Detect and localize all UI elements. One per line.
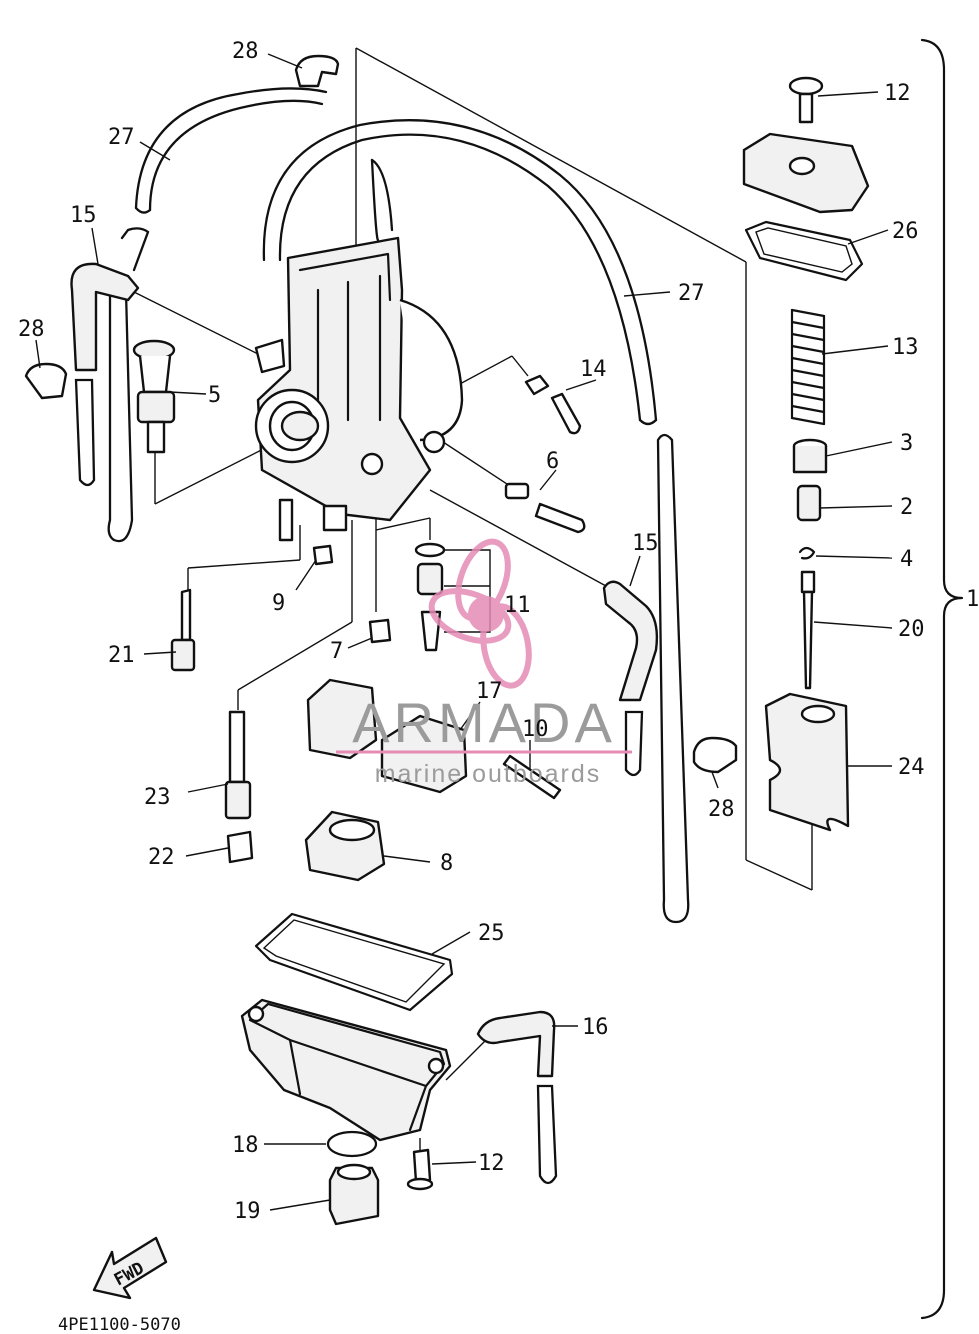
part-28-clip-top (294, 54, 340, 88)
part-26-gasket (744, 220, 864, 282)
part-8-baffle (304, 810, 386, 882)
top-cover (742, 132, 870, 214)
carburetor-body (254, 236, 464, 542)
callout-19: 19 (234, 1199, 261, 1224)
part-24-throttle-valve (764, 692, 850, 832)
callout-11: 11 (504, 593, 531, 618)
callout-4: 4 (900, 547, 913, 572)
part-4-clip (798, 546, 816, 560)
leader-lines (35, 53, 893, 1211)
callout-22: 22 (148, 845, 175, 870)
part-19-drain-plug (328, 1163, 380, 1226)
callout-28: 28 (18, 317, 45, 342)
part-28-clip-left (24, 362, 68, 400)
callout-8: 8 (440, 851, 453, 876)
part-18-oring (326, 1130, 378, 1158)
group-bracket (920, 38, 964, 1320)
callout-25: 25 (478, 921, 505, 946)
float-bowl (240, 998, 452, 1142)
callout-6: 6 (546, 449, 559, 474)
callout-16: 16 (582, 1015, 609, 1040)
part-23-needle-jet (224, 710, 252, 820)
hose-27-right (262, 119, 690, 924)
callout-27: 27 (678, 281, 705, 306)
part-17-float (306, 678, 468, 794)
part-21-jet (170, 588, 196, 672)
armada-logo (428, 538, 532, 689)
part-2-needle-holder (796, 484, 822, 522)
callout-20: 20 (898, 617, 925, 642)
callout-17: 17 (476, 679, 503, 704)
callout-15: 15 (632, 531, 659, 556)
callout-3: 3 (900, 431, 913, 456)
callout-18: 18 (232, 1133, 259, 1158)
callout-2: 2 (900, 495, 913, 520)
callout-12: 12 (884, 81, 911, 106)
callout-26: 26 (892, 219, 919, 244)
part-12-screw-lower (406, 1148, 434, 1191)
part-7-screw (368, 618, 392, 644)
part-15-hose-left (70, 262, 140, 372)
callout-1: 1 (966, 587, 979, 612)
part-14-screw (524, 374, 582, 435)
part-6-screw (504, 482, 586, 534)
callout-21: 21 (108, 643, 135, 668)
callout-14: 14 (580, 357, 607, 382)
part-20-needle (800, 570, 816, 690)
part-5-plunger (132, 339, 176, 454)
part-25-gasket (254, 912, 454, 1012)
callout-28: 28 (232, 39, 259, 64)
callout-7: 7 (330, 639, 343, 664)
watermark-brand: ARMADA (352, 691, 616, 754)
assembly-lines (129, 47, 813, 1150)
callout-28: 28 (708, 797, 735, 822)
part-12-screw-top (788, 76, 824, 124)
watermark-tagline: marine outboards (375, 760, 602, 788)
part-28-clip-right (692, 736, 738, 774)
part-15-hose-right (602, 580, 659, 777)
part-22-nut (226, 830, 254, 864)
part-9-screw (312, 544, 334, 566)
part-code: 4PE1100-5070 (58, 1315, 181, 1334)
callout-13: 13 (892, 335, 919, 360)
callout-labels: 28 27 15 28 5 14 6 27 15 9 21 11 7 17 10… (18, 39, 979, 1224)
part-3-holder (792, 438, 828, 474)
callout-9: 9 (272, 591, 285, 616)
callout-5: 5 (208, 383, 221, 408)
callout-23: 23 (144, 785, 171, 810)
callout-27: 27 (108, 125, 135, 150)
hose-27-left (120, 87, 328, 272)
callout-24: 24 (898, 755, 925, 780)
callout-10: 10 (522, 717, 549, 742)
part-13-spring (790, 308, 826, 426)
fwd-arrow: FWD (92, 1236, 168, 1300)
hose-short-left (74, 288, 134, 543)
callout-15: 15 (70, 203, 97, 228)
callout-12: 12 (478, 1151, 505, 1176)
part-10-pin (502, 754, 562, 800)
part-16-hose (476, 1010, 558, 1185)
